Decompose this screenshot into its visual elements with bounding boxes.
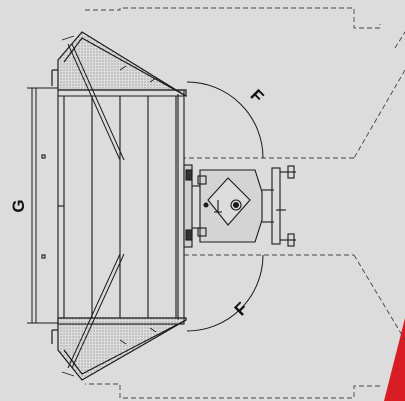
drawbar: [262, 165, 296, 247]
rotation-arc-top: [186, 81, 264, 159]
rotation-label-f-bottom: F: [231, 299, 252, 320]
rotation-arc-bottom: [186, 254, 264, 332]
dashed-envelope: [85, 7, 405, 399]
red-accent-corner: [384, 318, 405, 401]
rotation-arcs: [186, 81, 264, 332]
dimension-g: [27, 87, 58, 324]
panel-ticks: [61, 35, 157, 377]
rotation-label-f-top: F: [246, 86, 267, 107]
coupling-mechanism: [183, 164, 263, 248]
side-panel-bottom: [51, 317, 187, 381]
dimension-label-g: G: [9, 199, 28, 212]
side-panel-top: [51, 31, 187, 98]
tray-body: [41, 89, 185, 325]
